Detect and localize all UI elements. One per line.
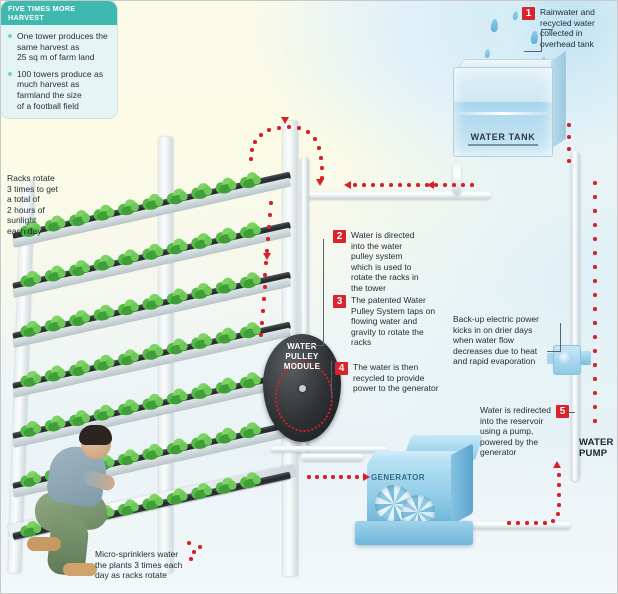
water-tank-label: WATER TANK (454, 132, 552, 146)
generator-side-face (451, 443, 473, 525)
raindrop-icon (484, 48, 491, 59)
leader-line-backup (560, 323, 561, 351)
lettuce-plant (164, 486, 189, 506)
callout-text: The water is then recycled to provide po… (353, 362, 439, 394)
generator-unit: GENERATOR (349, 433, 485, 555)
callout-step-3: 3 The patented Water Pulley System taps … (333, 295, 437, 348)
step-number-badge: 3 (333, 295, 346, 308)
harvest-fact-box: FIVE TIMES MORE HARVEST One tower produc… (1, 1, 117, 119)
worker-shoe (27, 537, 61, 551)
raindrop-icon (490, 18, 499, 33)
leader-line-4 (331, 361, 332, 397)
pump-inlet-port (547, 353, 555, 364)
tank-side-face (551, 50, 566, 149)
water-pump-label: WATER PUMP (579, 437, 614, 459)
rotation-arrow-icon (275, 362, 333, 432)
raindrop-icon (512, 10, 519, 21)
flow-arrowhead-icon (553, 461, 561, 468)
generator-base (355, 521, 473, 545)
callout-step-4: 4 The water is then recycled to provide … (335, 362, 439, 394)
callout-step-5: Water is redirected into the reservoir u… (477, 405, 569, 458)
harvest-fact-text: One tower produces the same harvest as 2… (17, 31, 108, 63)
worker-shoe (63, 563, 97, 576)
annotation-racks-rotate: Racks rotate 3 times to get a total of 2… (7, 173, 59, 236)
pulley-to-generator-pipe (301, 453, 363, 461)
worker-hair (79, 425, 112, 445)
lettuce-plant (213, 475, 238, 495)
flow-arrowhead-icon (427, 181, 434, 189)
callout-text: The patented Water Pulley System taps on… (351, 295, 436, 348)
flow-arrowhead-icon (344, 181, 351, 189)
lettuce-plant (188, 481, 213, 501)
callout-text: Rainwater and recycled water collected i… (540, 7, 595, 49)
tank-water-surface (458, 112, 548, 115)
tank-outlet-pipe (453, 163, 461, 195)
step-number-badge: 2 (333, 230, 346, 243)
leader-line-1c (524, 51, 542, 52)
leader-line-1 (541, 29, 553, 30)
sprinkler-manifold (271, 441, 387, 457)
leader-line-23 (323, 239, 324, 345)
generator-label: GENERATOR (371, 473, 425, 482)
tank-to-tower-pipe (301, 191, 491, 199)
annotation-backup-power: Back-up electric power kicks in on drier… (453, 314, 539, 367)
harvest-fact-item: One tower produces the same harvest as 2… (1, 25, 117, 63)
flow-arrowhead-icon (363, 473, 370, 481)
bullet-icon (8, 34, 12, 38)
annotation-micro-sprinklers: Micro-sprinklers water the plants 3 time… (95, 549, 183, 581)
pulley-module-label: WATER PULLEY MODULE (283, 342, 321, 371)
lettuce-plant (237, 470, 262, 490)
tower-downpipe (300, 156, 309, 456)
tank-front-face: WATER TANK (453, 67, 553, 157)
step-number-badge: 5 (556, 405, 569, 418)
leader-line-1b (541, 29, 542, 51)
callout-step-1: 1 Rainwater and recycled water collected… (522, 7, 614, 49)
pulley-hub (298, 384, 306, 392)
step-number-badge: 1 (522, 7, 535, 20)
harvest-box-header: FIVE TIMES MORE HARVEST (1, 1, 117, 25)
pump-knob (559, 352, 572, 365)
step-number-badge: 4 (335, 362, 348, 375)
flow-arrowhead-icon (316, 179, 324, 186)
generator-to-riser-pipe (453, 521, 571, 529)
water-pulley-module: WATER PULLEY MODULE (263, 334, 341, 442)
leader-line-backup-b (547, 351, 561, 352)
flow-arrowhead-icon (281, 117, 289, 124)
harvest-fact-text: 100 towers produce as much harvest as fa… (17, 68, 103, 111)
water-tank: WATER TANK (453, 50, 566, 163)
bullet-icon (8, 71, 12, 76)
callout-text: Water is directed into the water pulley … (351, 230, 419, 293)
pump-outlet-port (578, 351, 591, 365)
flow-arrowhead-icon (263, 253, 271, 260)
callout-text: Water is redirected into the reservoir u… (479, 405, 551, 458)
main-riser-pipe (571, 151, 580, 481)
farm-worker-figure (19, 425, 129, 577)
callout-step-2: 2 Water is directed into the water pulle… (333, 230, 433, 294)
water-pump-valve (547, 337, 593, 381)
harvest-fact-item: 100 towers produce as much harvest as fa… (1, 63, 117, 111)
leader-line-23b (309, 345, 324, 346)
